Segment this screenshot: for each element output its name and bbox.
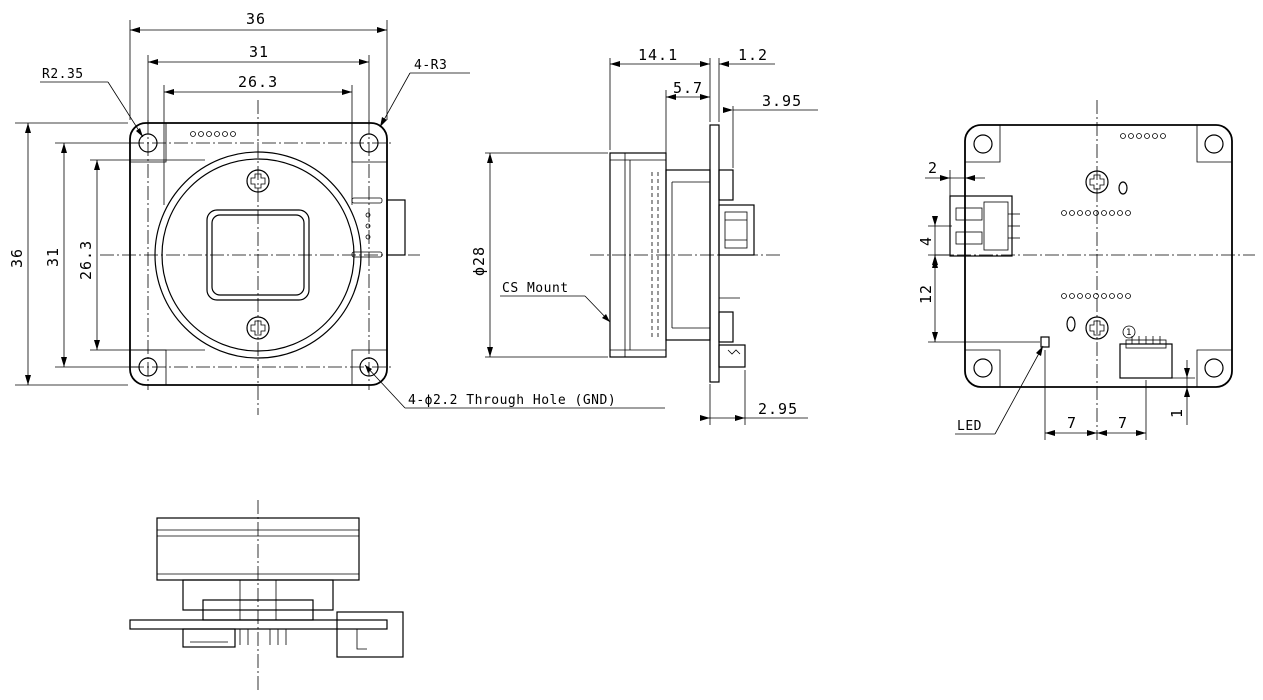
pin1-label: 1 — [1126, 328, 1131, 338]
back-corner-pads — [964, 124, 1233, 388]
dim-depth-14-1: 14.1 — [638, 46, 678, 64]
front-pin-dots — [190, 131, 236, 137]
front-side-connector — [351, 197, 406, 258]
dim-pcb-1-2: 1.2 — [738, 46, 768, 64]
dim-connector-7: 7 — [1118, 414, 1128, 432]
dim-led-7: 7 — [1067, 414, 1077, 432]
corner-radius-label: R2.35 — [42, 67, 84, 82]
dim-height-36: 36 — [8, 248, 26, 268]
side-view: ϕ28 CS Mount 14.1 1.2 5.7 3.95 2.95 — [470, 46, 818, 425]
dim-width-26-3: 26.3 — [238, 73, 278, 91]
side-bottom-connector — [718, 344, 746, 368]
led-label: LED — [957, 419, 982, 434]
cs-mount-label: CS Mount — [502, 281, 569, 296]
back-bottom-connector: 1 — [1119, 325, 1173, 379]
through-hole-label: 4-ϕ2.2 Through Hole (GND) — [408, 393, 616, 408]
dim-2-95: 2.95 — [758, 400, 798, 418]
dim-width-36: 36 — [246, 10, 266, 28]
front-view: 36 31 26.3 36 31 26.3 — [8, 10, 665, 415]
led-indicator — [1040, 336, 1050, 348]
back-view: 1 2 4 12 7 7 — [917, 100, 1255, 440]
dim-3-95: 3.95 — [762, 92, 802, 110]
dim-5-7: 5.7 — [673, 79, 703, 97]
dim-connector-edge-1: 1 — [1168, 408, 1186, 418]
dim-usb-overhang-2: 2 — [928, 159, 938, 177]
back-pin-dots — [1061, 133, 1166, 299]
dim-height-31: 31 — [44, 247, 62, 267]
dim-diameter-28: ϕ28 — [470, 246, 488, 276]
side-pcb — [709, 124, 720, 383]
front-corner-pads — [129, 122, 388, 386]
bottom-pcb — [129, 619, 388, 630]
bottom-view — [129, 500, 404, 690]
side-usb-connector — [718, 169, 734, 201]
dim-height-26-3: 26.3 — [77, 240, 95, 280]
dim-width-31: 31 — [249, 43, 269, 61]
back-usb-connector — [949, 195, 1020, 257]
bottom-connector-left — [182, 628, 236, 648]
dim-usb-height-4: 4 — [917, 236, 935, 246]
bottom-connector-right — [336, 611, 404, 658]
outer-radius-label: 4-R3 — [414, 58, 447, 73]
front-board-outline — [129, 122, 388, 386]
dim-usb-center-12: 12 — [917, 284, 935, 304]
